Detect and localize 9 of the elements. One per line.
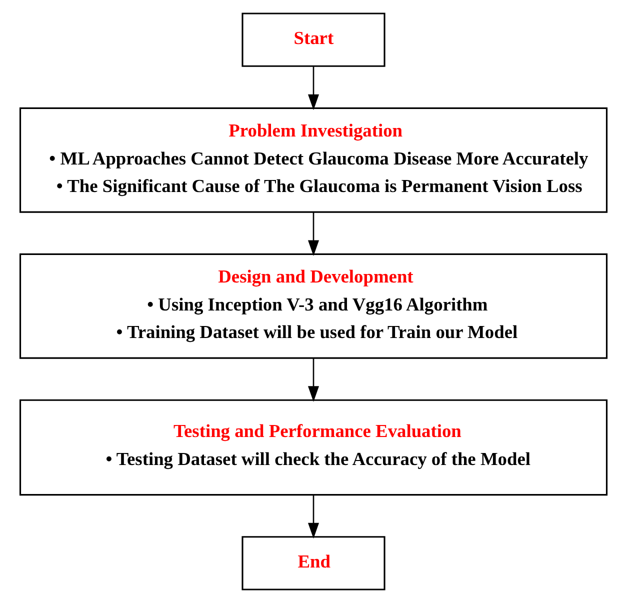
node-box: End (241, 536, 385, 590)
arrow (307, 358, 319, 402)
arrow (307, 212, 319, 256)
node-box: Design and Development • Using Inception V-3 and Vgg16 Algorithm • Training Dataset will be used for Train our Model (18, 253, 608, 359)
arrow (307, 66, 319, 110)
node-box: Testing and Performance Evaluation • Testing Dataset will check the Accuracy of the Model (18, 399, 608, 496)
arrow (307, 495, 319, 539)
node-box: Problem Investigation • ML Approaches Cannot Detect Glaucoma Disease More Accurately • The Significant Cause of The Glaucoma is Permanent Vision Loss (18, 107, 608, 213)
node-box: Start (241, 12, 385, 67)
